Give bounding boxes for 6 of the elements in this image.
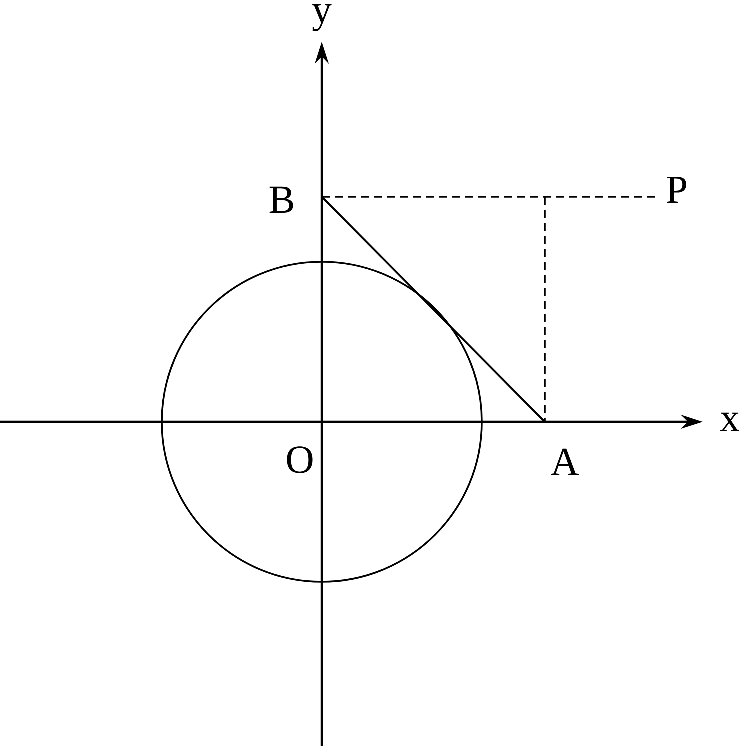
- axis-label: x: [720, 412, 740, 432]
- point-label: P: [667, 176, 686, 204]
- axis-label: y: [312, 4, 332, 32]
- point-label: O: [287, 446, 313, 474]
- point-label: B: [270, 186, 294, 214]
- point-label: A: [551, 448, 580, 476]
